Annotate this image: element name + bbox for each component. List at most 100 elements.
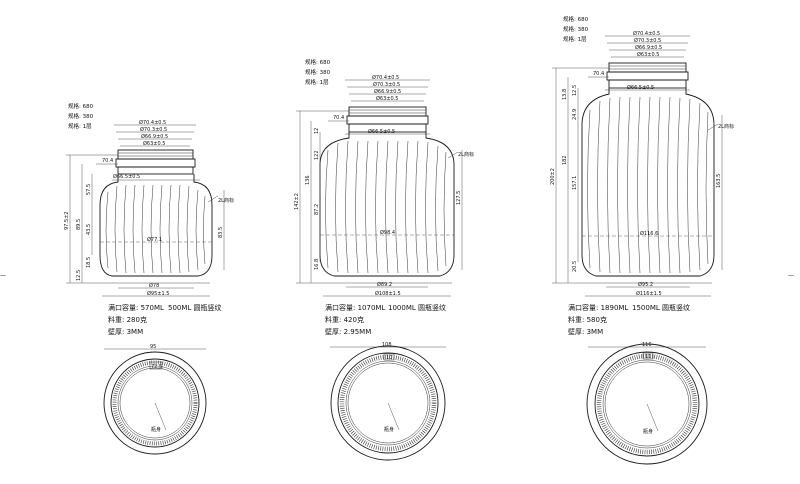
svg-text:壁厚: 3MM: 壁厚: 3MM	[108, 327, 143, 336]
bottle-2-spec: 满口容量: 1070ML 1000ML 圆瓶竖纹 料重: 420克 壁厚: 2.…	[325, 303, 446, 336]
svg-text:10: 10	[386, 355, 392, 361]
bottle-1-header: 规格: 680 规格: 380 规格: 1层	[68, 102, 94, 130]
svg-text:规格: 380: 规格: 380	[563, 25, 589, 33]
svg-text:规格: 1层: 规格: 1层	[68, 122, 92, 130]
bottle-3-callout: 2L商标	[718, 123, 734, 130]
svg-text:规格: 680: 规格: 680	[68, 102, 94, 110]
svg-text:Ø108±1.5: Ø108±1.5	[375, 290, 401, 297]
bottle-2-ribs	[325, 140, 447, 274]
bottle-2-front-view: 规格: 680 规格: 380 规格: 1层 Ø70.4±0.5 Ø70.3±0…	[294, 58, 474, 336]
svg-text:20.5: 20.5	[572, 261, 578, 272]
svg-text:Ø66.9±0.5: Ø66.9±0.5	[374, 88, 401, 95]
svg-text:72.5: 72.5	[151, 364, 162, 370]
svg-text:瓶身: 瓶身	[151, 426, 161, 433]
svg-text:95: 95	[150, 344, 156, 350]
bottle-3-body	[581, 88, 715, 277]
bottle-3-front-view: 规格: 680 规格: 380 规格: 1层 Ø70.4±0.5 Ø70.3±0…	[550, 15, 734, 336]
svg-text:142±2: 142±2	[294, 193, 300, 210]
bottle-2-right-dims: 127.5 2L商标	[447, 150, 474, 270]
svg-text:Ø66.5±0.5: Ø66.5±0.5	[368, 128, 395, 135]
svg-text:12: 12	[314, 128, 320, 134]
svg-text:满口容量: 570ML: 满口容量: 570ML	[108, 303, 164, 312]
bottle-3-top-view: 116 11 瓶身	[586, 342, 708, 465]
svg-text:Ø89.2: Ø89.2	[377, 281, 392, 288]
bottle-3-center-label: Ø116.6	[640, 230, 658, 237]
svg-text:瓶身: 瓶身	[643, 428, 653, 435]
svg-text:Ø63±0.5: Ø63±0.5	[143, 140, 165, 147]
svg-text:16.8: 16.8	[314, 259, 320, 270]
svg-text:Ø70.4±0.5: Ø70.4±0.5	[633, 30, 660, 37]
svg-text:Ø63±0.5: Ø63±0.5	[637, 51, 659, 58]
bottle-2-center-label: Ø98.4	[380, 229, 395, 236]
svg-text:Ø70.4±0.5: Ø70.4±0.5	[372, 74, 399, 81]
bottle-3-left-dims: 200±2 182 157.1 24.9 13.8 20.5 12.5	[550, 67, 712, 284]
svg-text:43.5: 43.5	[86, 224, 92, 235]
svg-text:Ø66.5±0.5: Ø66.5±0.5	[627, 84, 654, 91]
bottle-1-front-view: 规格: 680 规格: 380 规格: 1层 Ø70.4±0.5 Ø70.3±0…	[64, 102, 234, 336]
svg-text:Ø95±1.5: Ø95±1.5	[147, 290, 169, 297]
bottle-1-top-view: 95 72.5 瓶身	[103, 344, 207, 455]
svg-text:12.5: 12.5	[572, 85, 578, 96]
bottle-3-neck	[606, 62, 689, 89]
svg-text:108: 108	[382, 342, 392, 348]
bottle-2-top-view: 108 10 瓶身	[330, 342, 446, 461]
bottle-3-spec: 满口容量: 1890ML 1500ML 圆瓶竖纹 料重: 580克 壁厚: 3M…	[568, 303, 690, 336]
bottle-1-bottom-dims: Ø78 Ø95±1.5	[102, 282, 210, 297]
svg-text:1000ML 圆瓶竖纹: 1000ML 圆瓶竖纹	[388, 303, 446, 312]
svg-text:18.5: 18.5	[86, 257, 92, 268]
bottle-1-left-dims: 97.5±2 89.5 43.5 18.5 12.5 57.5	[64, 154, 210, 284]
svg-text:Ø66.9±0.5: Ø66.9±0.5	[141, 133, 168, 140]
bottle-3-ribs	[587, 96, 709, 274]
bottle-1-center-label: Ø77.1	[147, 236, 162, 243]
bottle-1-spec: 满口容量: 570ML 500ML 圆瓶竖纹 料重: 280克 壁厚: 3MM	[108, 303, 222, 336]
svg-text:壁厚: 3MM: 壁厚: 3MM	[568, 327, 603, 336]
svg-text:料重: 420克: 料重: 420克	[325, 315, 364, 324]
svg-text:规格: 680: 规格: 680	[563, 15, 589, 23]
left-edge-tick: —	[0, 272, 6, 279]
bottle-2-neck	[346, 106, 429, 133]
svg-text:Ø95.2: Ø95.2	[638, 281, 653, 288]
svg-text:Ø116±1.5: Ø116±1.5	[636, 290, 662, 297]
svg-text:13.8: 13.8	[562, 89, 568, 100]
bottle-2-left-dims: 142±2 136 122 87.2 16.8 12	[294, 110, 452, 284]
svg-text:97.5±2: 97.5±2	[64, 211, 70, 230]
svg-text:163.5: 163.5	[716, 174, 722, 188]
svg-text:1500ML 圆瓶竖纹: 1500ML 圆瓶竖纹	[632, 303, 690, 312]
svg-text:122: 122	[314, 150, 320, 160]
svg-text:127.5: 127.5	[456, 191, 462, 205]
bottle-1-ribs	[105, 184, 206, 274]
svg-text:规格: 380: 规格: 380	[305, 68, 331, 76]
svg-text:Ø66.5±0.5: Ø66.5±0.5	[113, 173, 140, 180]
bottle-1-neck-dims: Ø70.4±0.5 Ø70.3±0.5 Ø66.9±0.5 Ø63±0.5 70…	[96, 119, 200, 181]
bottle-2-top-serrations	[339, 354, 437, 452]
svg-text:规格: 1层: 规格: 1层	[563, 35, 587, 43]
svg-text:83.5: 83.5	[218, 227, 224, 238]
bottle-2-callout: 2L商标	[458, 151, 474, 158]
svg-text:57.5: 57.5	[86, 184, 92, 195]
svg-text:料重: 280克: 料重: 280克	[108, 315, 147, 324]
bottle-3-header: 规格: 680 规格: 380 规格: 1层	[563, 15, 589, 43]
svg-text:Ø66.9±0.5: Ø66.9±0.5	[635, 44, 662, 51]
svg-text:12.5: 12.5	[76, 270, 82, 281]
svg-text:182: 182	[562, 155, 568, 165]
bottle-3-top-serrations	[596, 353, 698, 455]
svg-text:136: 136	[305, 175, 311, 185]
svg-text:89.5: 89.5	[76, 219, 82, 230]
svg-text:规格: 380: 规格: 380	[68, 112, 94, 120]
bottle-1-neck	[115, 149, 196, 175]
svg-text:瓶身: 瓶身	[384, 426, 394, 433]
svg-text:70.4: 70.4	[333, 115, 344, 121]
svg-text:规格: 680: 规格: 680	[305, 58, 331, 66]
svg-text:70.4: 70.4	[102, 158, 113, 164]
right-edge-tick: —	[788, 272, 794, 279]
bottle-1-top-serrations	[112, 360, 198, 446]
svg-text:Ø63±0.5: Ø63±0.5	[376, 95, 398, 102]
bottle-2-neck-dims: Ø70.4±0.5 Ø70.3±0.5 Ø66.9±0.5 Ø63±0.5 70…	[328, 74, 430, 135]
svg-text:料重: 580克: 料重: 580克	[568, 315, 607, 324]
svg-text:24.9: 24.9	[572, 109, 578, 120]
bottle-1-right-dims: 83.5 2L商标	[207, 190, 234, 270]
svg-text:500ML 圆瓶竖纹: 500ML 圆瓶竖纹	[168, 303, 222, 312]
svg-text:Ø70.4±0.5: Ø70.4±0.5	[139, 119, 166, 126]
svg-text:Ø70.3±0.5: Ø70.3±0.5	[634, 37, 661, 44]
